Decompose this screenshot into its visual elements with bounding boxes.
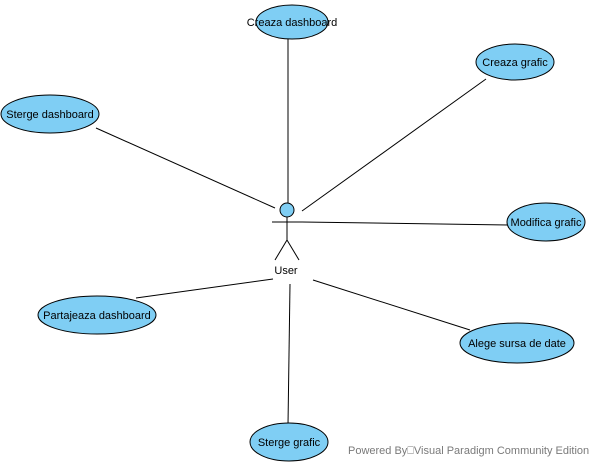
actor-right-leg [286, 239, 300, 261]
use-case-ellipse [37, 295, 157, 335]
use-case-label: Alege sursa de date [468, 338, 566, 350]
actor-head [279, 202, 295, 218]
association-sterge-grafic [287, 283, 291, 426]
use-case-label: Creaza grafic [482, 57, 548, 69]
actor-left-leg [274, 239, 288, 261]
associations [95, 37, 509, 426]
use-case-ellipse [0, 94, 100, 134]
actor-user[interactable] [272, 202, 302, 261]
use-case-ellipse [475, 43, 555, 81]
actor-label: User [274, 265, 298, 277]
use-case-partajeaza-dashboard[interactable]: Partajeaza dashboard [37, 295, 157, 335]
association-alege-sursa-de-date [312, 279, 471, 331]
use-case-label: Sterge grafic [258, 437, 321, 449]
association-modifica-grafic [301, 221, 509, 226]
watermark: Powered By⎕Visual Paradigm Community Edi… [348, 443, 592, 459]
use-case-alege-sursa-de-date[interactable]: Alege sursa de date [459, 322, 575, 364]
use-case-ellipse [255, 4, 329, 40]
use-case-ellipse [506, 202, 586, 242]
use-case-label: Partajeaza dashboard [43, 310, 151, 322]
use-case-label: Modifica grafic [511, 217, 582, 229]
use-case-label: Sterge dashboard [6, 109, 93, 121]
use-case-label: Creaza dashboard [247, 17, 338, 29]
use-case-modifica-grafic[interactable]: Modifica grafic [506, 202, 586, 242]
use-case-ellipse [249, 422, 329, 462]
use-case-creaza-grafic[interactable]: Creaza grafic [475, 43, 555, 81]
association-sterge-dashboard [95, 127, 276, 209]
association-partajeaza-dashboard [135, 278, 274, 299]
use-case-ellipse [459, 322, 575, 364]
use-case-sterge-grafic[interactable]: Sterge grafic [249, 422, 329, 462]
watermark-text: Powered By⎕Visual Paradigm Community Edi… [348, 444, 590, 457]
association-creaza-grafic [301, 78, 487, 212]
use-case-sterge-dashboard[interactable]: Sterge dashboard [0, 94, 100, 134]
use-case-creaza-dashboard[interactable]: Creaza dashboard [247, 4, 338, 40]
